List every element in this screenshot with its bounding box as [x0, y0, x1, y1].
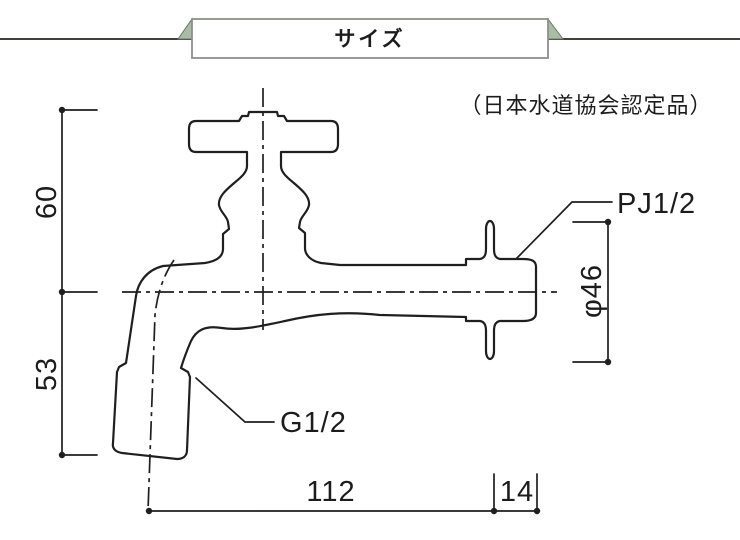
dim-dot [533, 507, 541, 515]
banner-title: サイズ [334, 27, 405, 51]
g-leader-line [195, 377, 275, 423]
dim-dot [490, 507, 498, 515]
inlet-thread-callout: PJ1/2 [515, 188, 696, 260]
dim-14-label: 14 [500, 476, 534, 508]
outlet-thread-label: G1/2 [280, 407, 347, 439]
dim-dot [58, 106, 66, 114]
pj-leader-line [515, 201, 613, 260]
dim-dot [604, 218, 612, 226]
dim-dot [604, 358, 612, 366]
dim-dot [145, 507, 153, 515]
dim-53-label: 53 [31, 357, 63, 391]
inlet-thread-label: PJ1/2 [617, 188, 696, 220]
banner-tab-left [177, 17, 193, 40]
dim-phi46-label: φ46 [576, 264, 608, 318]
spout-center-line [147, 259, 175, 512]
banner-box [191, 18, 549, 59]
banner-tab-right [547, 17, 564, 40]
center-lines [122, 88, 557, 512]
dim-flange-diameter: φ46 [572, 218, 612, 366]
dim-left: 60 53 [31, 106, 98, 459]
header-banner: サイズ [0, 17, 740, 59]
dim-dot [58, 451, 66, 459]
dimensions: 60 53 112 14 φ46 [31, 106, 696, 515]
certification-note: （日本水道協会認定品） [459, 93, 712, 118]
dim-dot [58, 288, 66, 296]
faucet-drawing [111, 88, 557, 512]
outlet-thread-callout: G1/2 [195, 377, 347, 439]
faucet-outline [111, 110, 538, 461]
dim-60-label: 60 [31, 185, 63, 219]
dim-bottom: 112 14 [145, 473, 541, 515]
dim-112-label: 112 [306, 476, 355, 508]
